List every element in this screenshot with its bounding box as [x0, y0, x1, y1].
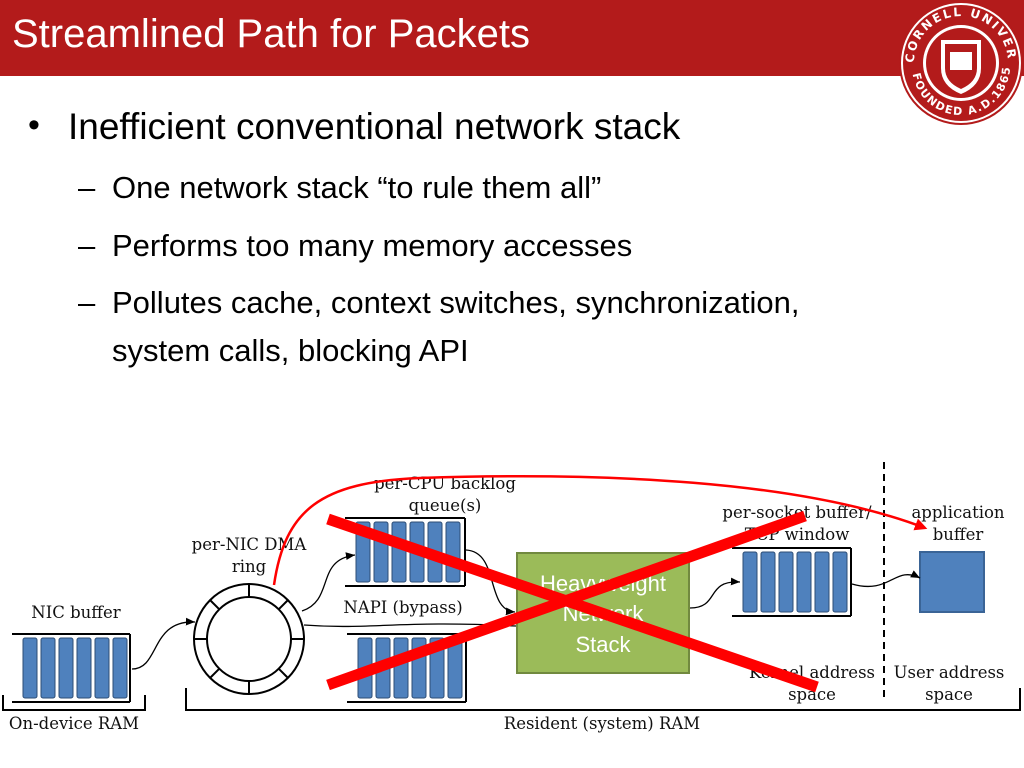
buffer-cell — [40, 637, 56, 699]
subbullet-text: Performs too many memory accesses — [112, 228, 633, 263]
buffer-cell — [832, 551, 848, 613]
ring-slot-divider — [277, 667, 289, 679]
buffer-cell — [445, 521, 461, 583]
user-space-label: space — [925, 685, 973, 704]
on-device-ram-bracket — [2, 695, 146, 711]
buffer-cell — [94, 637, 110, 699]
on-device-ram-label: On-device RAM — [9, 714, 139, 733]
backlog-label: queue(s) — [409, 496, 482, 515]
resident-ram-label: Resident (system) RAM — [504, 714, 701, 733]
bullet-text: Inefficient conventional network stack — [68, 106, 681, 147]
bypass-arrow — [272, 475, 928, 586]
buffer-cell — [58, 637, 74, 699]
kernel-space-label: space — [788, 685, 836, 704]
buffer-cell — [814, 551, 830, 613]
stack-label: Stack — [575, 632, 631, 657]
slide-title: Streamlined Path for Packets — [12, 12, 531, 56]
buffer-cell — [391, 521, 407, 583]
application-buffer-label: buffer — [933, 525, 984, 544]
nic-buffer-label: NIC buffer — [31, 603, 121, 622]
application-buffer-box — [919, 551, 985, 613]
buffer-cell — [393, 637, 409, 699]
buffer-cell — [742, 551, 758, 613]
cornell-seal-logo: CORNELL UNIVERSITY FOUNDED A.D.1865 — [898, 0, 1023, 125]
socket-buffer-label: per-socket buffer/ — [722, 503, 872, 522]
dma-ring — [193, 583, 305, 695]
buffer-cell — [112, 637, 128, 699]
bullet-icon: • — [28, 106, 40, 144]
cross-out-mark — [326, 510, 819, 693]
buffer-cell — [760, 551, 776, 613]
user-space-label: User address — [894, 663, 1005, 682]
dma-ring-label: ring — [232, 557, 267, 576]
buffer-cell — [778, 551, 794, 613]
buffer-cell — [22, 637, 38, 699]
subbullet-text-continued: system calls, blocking API — [112, 333, 469, 368]
dash-icon: – — [78, 285, 96, 320]
socket-buffer-queue — [732, 547, 852, 617]
title-bar: Streamlined Path for Packets — [0, 0, 1024, 76]
subbullet-text: One network stack “to rule them all” — [112, 170, 602, 205]
application-buffer-label: application — [911, 503, 1004, 522]
resident-ram-bracket — [185, 688, 1021, 711]
dash-icon: – — [78, 170, 96, 205]
buffer-cell — [76, 637, 92, 699]
dash-icon: – — [78, 228, 96, 263]
subbullet-text: Pollutes cache, context switches, synchr… — [112, 285, 800, 320]
nic-buffer-queue — [12, 633, 131, 703]
ring-slot-divider — [277, 599, 289, 611]
napi-label: NAPI (bypass) — [343, 598, 462, 617]
ring-slot-divider — [209, 667, 221, 679]
ring-slot-divider — [209, 599, 221, 611]
buffer-cell — [796, 551, 812, 613]
dma-ring-label: per-NIC DMA — [192, 535, 308, 554]
